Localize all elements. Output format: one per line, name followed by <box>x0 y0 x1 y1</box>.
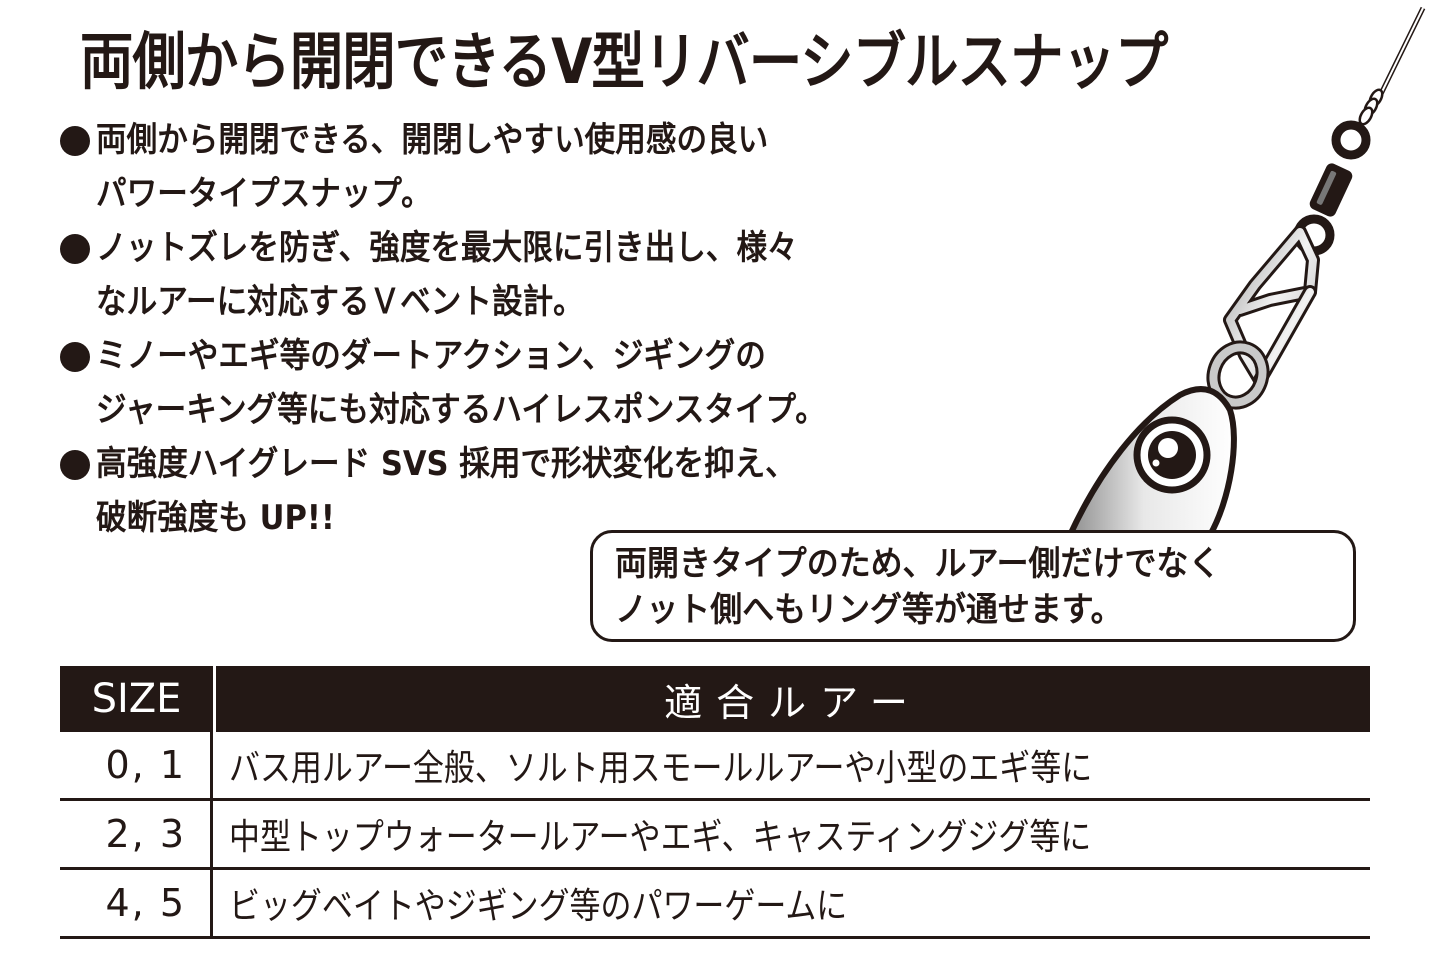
feature-text: 高強度ハイグレード SVS 採用で形状変化を抑え、 破断強度も UP!! <box>96 444 796 538</box>
cell-lure-text: ビッグベイトやジギング等のパワーゲームに <box>229 886 848 927</box>
feature-item: 両側から開閉できる、開閉しやすい使用感の良い パワータイプスナップ。 <box>60 113 960 221</box>
table-row: 0, 1 バス用ルアー全般、ソルト用スモールルアーや小型のエギ等に <box>60 732 1370 801</box>
feature-text: ミノーやエギ等のダートアクション、ジギングの ジャーキング等にも対応するハイレス… <box>96 336 826 430</box>
cell-size: 2, 3 <box>60 801 213 867</box>
callout-text: 両開きタイプのため、ルアー側だけでなく ノット側へもリング等が通せます。 <box>615 544 1221 630</box>
bullet-dot-icon <box>60 234 90 264</box>
feature-list: 両側から開閉できる、開閉しやすい使用感の良い パワータイプスナップ。 ノットズレ… <box>60 113 960 545</box>
header-size: SIZE <box>60 666 216 732</box>
table-row: 4, 5 ビッグベイトやジギング等のパワーゲームに <box>60 870 1370 939</box>
bullet-dot-icon <box>60 342 90 372</box>
cell-lure: バス用ルアー全般、ソルト用スモールルアーや小型のエギ等に <box>213 732 1370 798</box>
cell-lure-text: バス用ルアー全般、ソルト用スモールルアーや小型のエギ等に <box>229 748 1093 789</box>
snap-swivel-lure-illustration-icon <box>1066 6 1426 535</box>
cell-lure: ビッグベイトやジギング等のパワーゲームに <box>213 870 1370 936</box>
feature-item: ノットズレを防ぎ、強度を最大限に引き出し、様々 なルアーに対応するＶベント設計。 <box>60 221 960 329</box>
callout-box: 両開きタイプのため、ルアー側だけでなく ノット側へもリング等が通せます。 <box>590 530 1356 642</box>
cell-lure: 中型トップウォータールアーやエギ、キャスティングジグ等に <box>213 801 1370 867</box>
table-row: 2, 3 中型トップウォータールアーやエギ、キャスティングジグ等に <box>60 801 1370 870</box>
bullet-dot-icon <box>60 450 90 480</box>
header-lure: 適合ルアー <box>664 680 922 725</box>
feature-item: ミノーやエギ等のダートアクション、ジギングの ジャーキング等にも対応するハイレス… <box>60 329 960 437</box>
bullet-dot-icon <box>60 126 90 156</box>
feature-item: 高強度ハイグレード SVS 採用で形状変化を抑え、 破断強度も UP!! <box>60 437 960 545</box>
table-header: SIZE 適合ルアー <box>60 666 1370 732</box>
feature-text: 両側から開閉できる、開閉しやすい使用感の良い パワータイプスナップ。 <box>96 120 769 214</box>
page-title: 両側から開閉できるV型リバーシブルスナップ <box>80 25 1168 98</box>
cell-lure-text: 中型トップウォータールアーやエギ、キャスティングジグ等に <box>229 817 1092 858</box>
cell-size: 0, 1 <box>60 732 213 798</box>
feature-text: ノットズレを防ぎ、強度を最大限に引き出し、様々 なルアーに対応するＶベント設計。 <box>96 228 798 322</box>
cell-size: 4, 5 <box>60 870 213 936</box>
size-table: SIZE 適合ルアー 0, 1 バス用ルアー全般、ソルト用スモールルアーや小型の… <box>60 666 1370 939</box>
